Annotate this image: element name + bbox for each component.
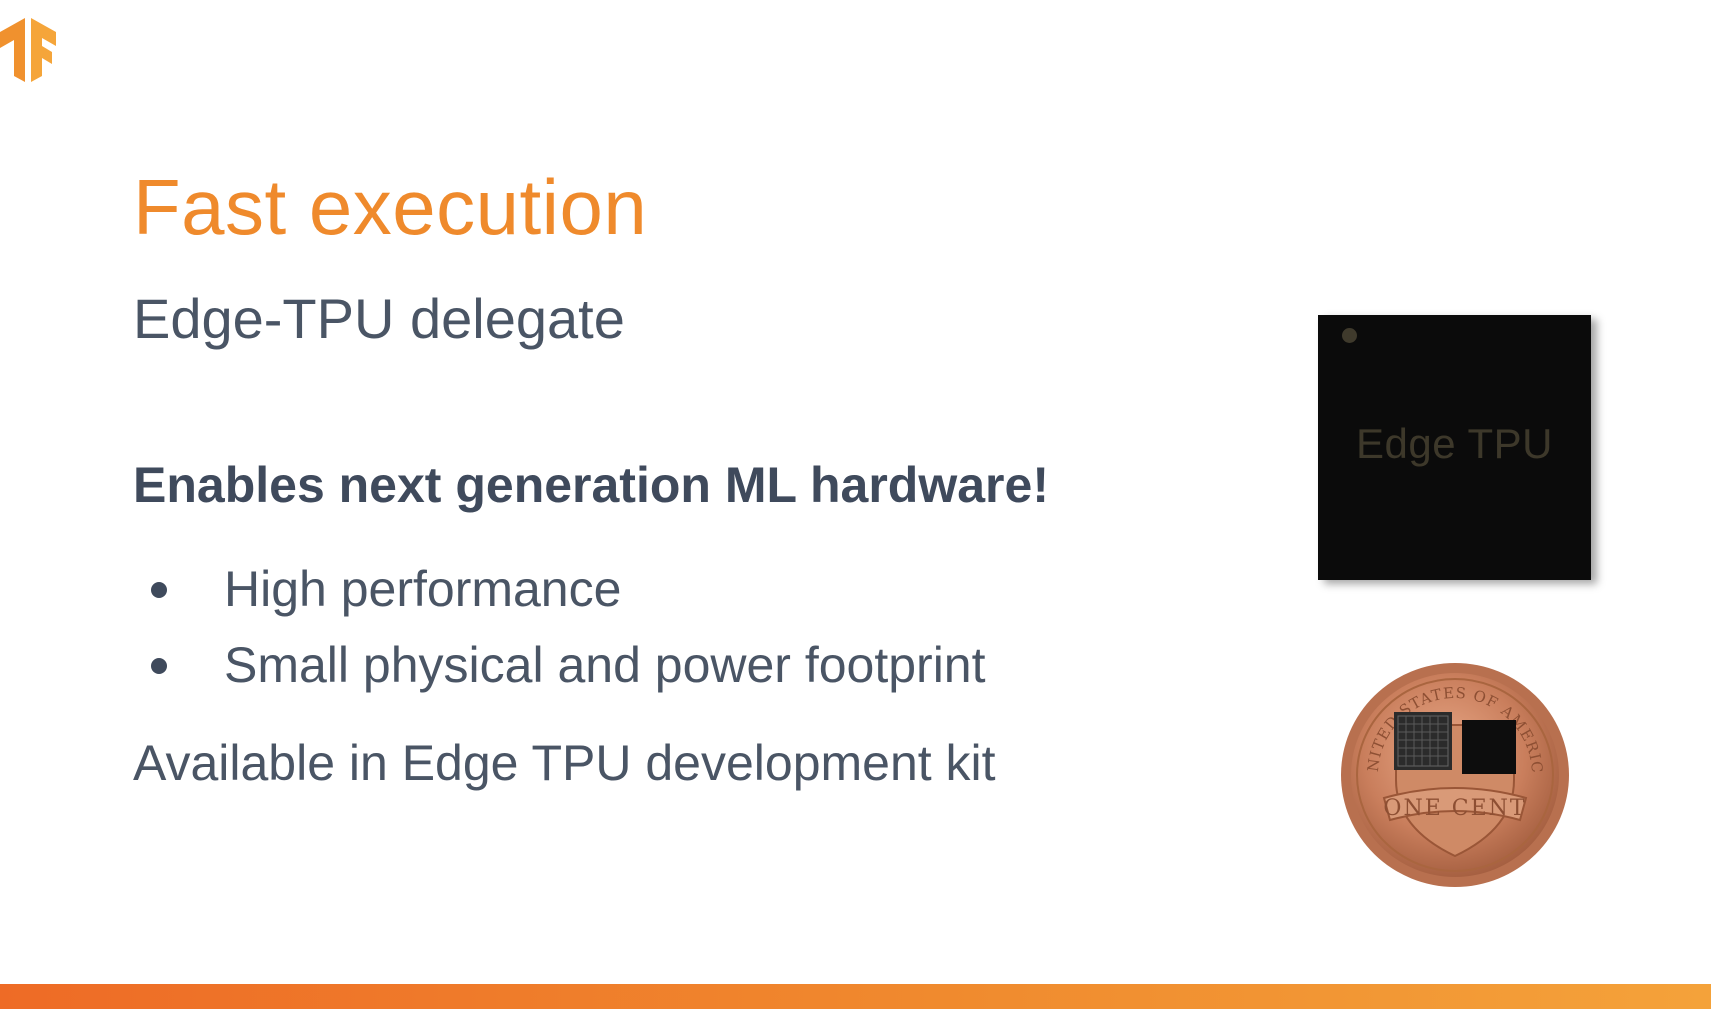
edge-tpu-chip-image: Edge TPU	[1318, 315, 1591, 580]
bullet-list: High performance Small physical and powe…	[133, 558, 986, 710]
bullet-text: Small physical and power footprint	[224, 637, 986, 693]
slide-title: Fast execution	[133, 163, 648, 251]
accent-bar	[0, 984, 1711, 1009]
bullet-dot-icon	[151, 582, 167, 598]
slide-subtitle: Edge-TPU delegate	[133, 287, 625, 350]
bullet-item: Small physical and power footprint	[133, 634, 986, 710]
headline: Enables next generation ML hardware!	[133, 457, 1049, 513]
penny-banner-text: ONE CENT	[1383, 796, 1526, 821]
chip-label: Edge TPU	[1356, 420, 1553, 467]
chip-pin-marker	[1342, 328, 1357, 343]
bullet-dot-icon	[151, 658, 167, 674]
chip-grid-pattern	[1397, 715, 1449, 767]
availability-text: Available in Edge TPU development kit	[133, 735, 996, 791]
bullet-item: High performance	[133, 558, 986, 634]
bullet-text: High performance	[224, 561, 622, 617]
tensorflow-logo-icon	[0, 18, 56, 82]
